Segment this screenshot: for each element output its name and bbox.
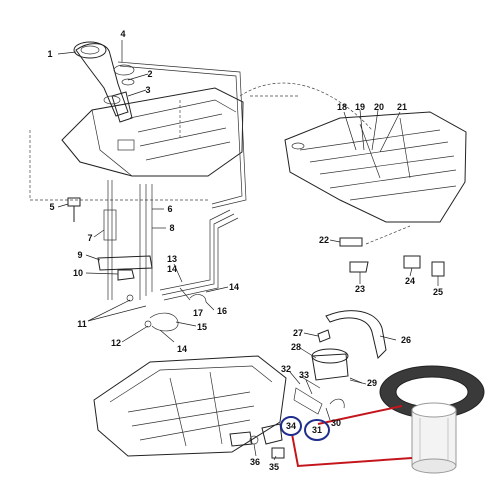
callout-11: 11	[77, 319, 87, 329]
callout-14-upper: 14	[167, 264, 177, 274]
callout-labels: 1 2 3 4 5 6 7 8 9 10 11 12 13 14 15 16 1…	[47, 29, 443, 472]
red-line-1	[317, 405, 403, 425]
callout-27: 27	[293, 328, 303, 338]
callout-5: 5	[49, 202, 54, 212]
callout-24: 24	[405, 276, 415, 286]
callout-8: 8	[169, 223, 174, 233]
callout-31: 31	[312, 425, 322, 435]
callout-28: 28	[291, 342, 301, 352]
right-tank-assembly	[239, 82, 467, 277]
callout-16: 16	[217, 306, 227, 316]
callout-32: 32	[281, 364, 291, 374]
callout-26: 26	[401, 335, 411, 345]
fuel-lines-assembly	[67, 180, 239, 332]
callout-1: 1	[47, 49, 52, 59]
callout-21: 21	[397, 102, 407, 112]
callout-17: 17	[193, 308, 203, 318]
callout-14-lower: 14	[177, 344, 187, 354]
callout-36: 36	[250, 457, 260, 467]
callout-29: 29	[367, 378, 377, 388]
callout-33: 33	[299, 370, 309, 380]
callout-10: 10	[73, 268, 83, 278]
callout-3: 3	[145, 85, 150, 95]
callout-25: 25	[433, 287, 443, 297]
callout-14: 14	[229, 282, 239, 292]
red-line-2	[291, 433, 413, 468]
filter-inset	[379, 365, 485, 474]
callout-20: 20	[374, 102, 384, 112]
pump-hose-assembly	[293, 310, 387, 415]
upper-tank-assembly	[29, 41, 300, 209]
highlight-circle-34	[280, 416, 302, 436]
callout-35: 35	[269, 462, 279, 472]
callout-15: 15	[197, 322, 207, 332]
callout-7: 7	[87, 233, 92, 243]
callout-34: 34	[286, 421, 296, 431]
callout-22: 22	[319, 235, 329, 245]
callout-4: 4	[120, 29, 125, 39]
sump-tray	[93, 355, 287, 459]
fuel-filter	[411, 409, 457, 467]
callout-23: 23	[355, 284, 365, 294]
callout-6: 6	[167, 204, 172, 214]
callout-30: 30	[331, 418, 341, 428]
callout-12: 12	[111, 338, 121, 348]
callout-18: 18	[337, 102, 347, 112]
leader-lines	[57, 40, 439, 461]
callout-13: 13	[167, 254, 177, 264]
highlight-circle-31	[304, 419, 330, 441]
callout-9: 9	[77, 250, 82, 260]
callout-2: 2	[147, 69, 152, 79]
callout-19: 19	[355, 102, 365, 112]
